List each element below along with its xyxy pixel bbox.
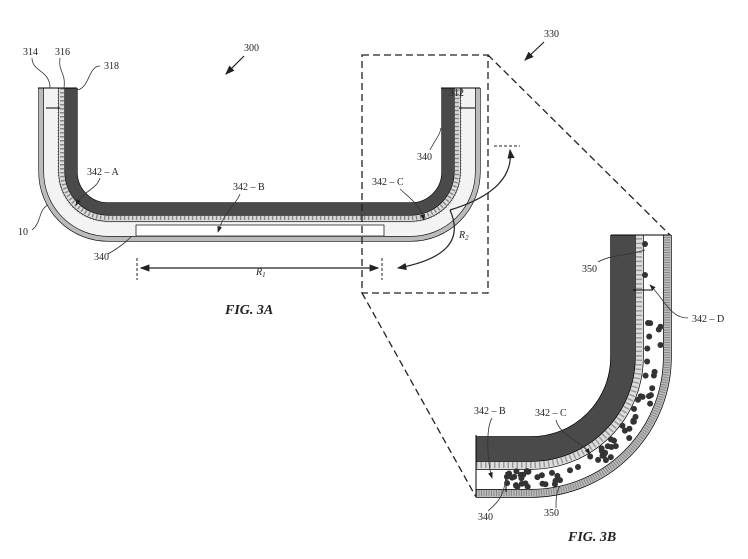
label-340-3b: 340 [478,512,493,523]
particle-350 [630,418,637,425]
fig-3b-caption: FIG. 3B [567,530,616,545]
particle-350 [598,445,605,452]
particle-350 [619,422,626,429]
particle-350 [518,480,525,487]
label-316: 316 [55,47,70,58]
particle-350 [644,345,651,352]
projection-line-top [487,54,671,236]
particle-350 [642,241,648,247]
particle-350 [626,435,633,441]
label-330: 330 [544,29,559,40]
particle-350 [657,342,664,348]
particle-350 [514,483,521,490]
particle-350 [632,413,639,420]
particle-350 [626,425,633,432]
particle-350 [506,470,513,477]
particle-350 [551,481,558,488]
particle-350 [554,472,561,479]
particle-350 [642,272,648,278]
gap-340-region [135,224,385,237]
label-340-left: 340 [94,252,109,263]
particle-350 [595,456,602,463]
projection-line-bottom [361,292,477,498]
arrow-330 [524,41,545,61]
hatch-texture [476,235,642,468]
particle-350 [513,468,520,475]
label-342-a: 342 – A [87,167,119,178]
arrow-300 [225,55,245,75]
particle-350 [642,372,649,379]
gray-texture [476,235,670,496]
particle-350 [644,358,651,365]
fig-3a-u-channel [38,87,481,242]
outer-shell-layer [39,88,480,241]
particle-350 [539,480,546,487]
label-318: 318 [104,61,119,72]
particle-350 [549,469,555,476]
fig-3a-caption: FIG. 3A [224,303,273,318]
dot-texture [57,88,462,223]
hatch-texture [60,88,459,220]
fig-3b-corner-detail [475,234,672,498]
particle-350 [608,444,615,450]
particle-350 [639,393,646,400]
label-350-top: 350 [582,264,597,275]
particle-350 [587,453,594,460]
label-300: 300 [244,43,259,54]
label-342-b: 342 – B [233,182,265,193]
particle-350 [621,427,628,434]
label-340-right: 340 [417,152,432,163]
label-350-bottom: 350 [544,508,559,519]
label-342-b-3b: 342 – B [474,406,506,417]
label-314: 314 [23,47,38,58]
layer-316-outline [58,88,461,222]
particle-350 [607,436,614,443]
detail-box [361,54,489,294]
label-342-d: 342 – D [692,314,724,325]
label-342-c: 342 – C [372,177,404,188]
particle-350 [650,372,657,379]
label-342-c-3b: 342 – C [535,408,567,419]
particle-350 [523,468,530,474]
particle-350 [607,454,614,461]
r2-label: R2 [458,230,469,242]
r1-label: R1 [255,267,266,279]
particle-350 [575,464,581,470]
particle-350 [602,457,609,464]
particle-350 [534,474,541,481]
r2-arrow-down [396,209,455,271]
label-312: 312 [449,88,464,99]
layer-318 [65,88,454,215]
particle-350 [655,326,662,333]
particle-350 [647,392,654,399]
label-10: 10 [18,227,28,238]
r2-arrow-up [449,148,515,211]
particle-350 [538,472,545,479]
particle-350 [567,467,573,474]
layer-316 [59,88,460,221]
particle-350 [647,400,654,407]
particle-350 [649,385,656,392]
particle-350 [511,473,518,480]
particle-350 [602,449,609,456]
particle-350 [646,333,653,340]
particle-350 [631,405,637,412]
dark-layer [476,235,635,461]
particle-350 [647,320,654,327]
